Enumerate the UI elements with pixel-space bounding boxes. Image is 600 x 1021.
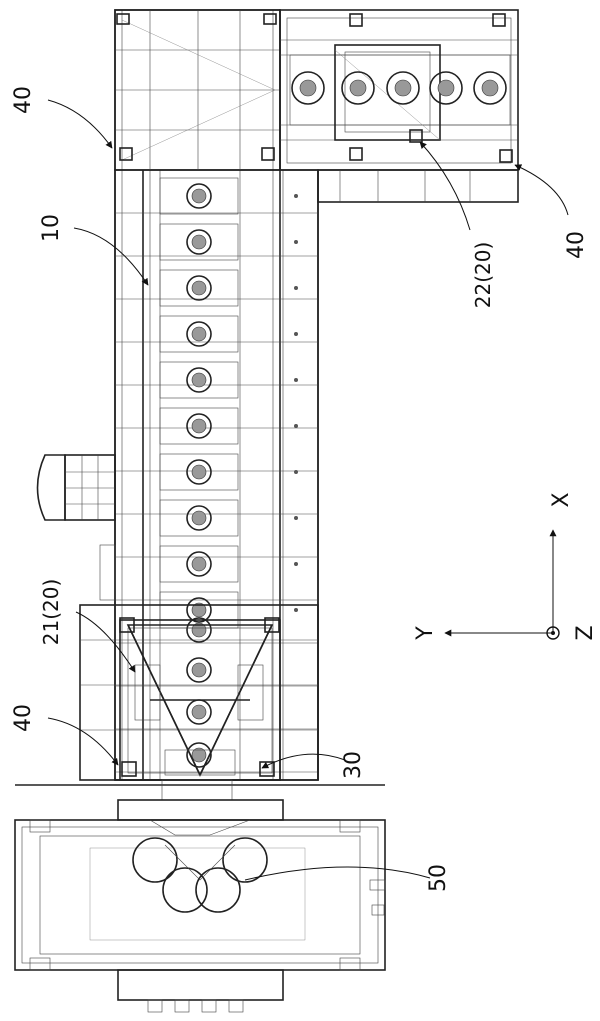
pallet-circle <box>186 657 212 683</box>
ref-40-right: 40 <box>514 164 589 259</box>
pallet-cell <box>159 315 239 353</box>
tool-hub <box>299 79 317 97</box>
top-left-block <box>114 9 281 171</box>
bolt-dot <box>294 608 298 612</box>
pallet-circle <box>186 551 212 577</box>
tool-circle <box>291 71 325 105</box>
top-right-tool-circles <box>291 71 507 105</box>
pallet-hub <box>191 280 207 296</box>
pallet-circle <box>186 413 212 439</box>
pallet-cell <box>159 545 239 583</box>
bolt-dot <box>294 516 298 520</box>
pallet-hub <box>191 326 207 342</box>
svg-text:22(20): 22(20) <box>471 242 495 309</box>
svg-text:30: 30 <box>341 751 366 779</box>
bolt-dot <box>294 470 298 474</box>
pallet-circle <box>186 229 212 255</box>
ref-50: 50 <box>244 864 451 892</box>
tool-hub <box>437 79 455 97</box>
pallet-cell <box>159 269 239 307</box>
pallet-hub <box>191 662 207 678</box>
pallet-circle <box>186 275 212 301</box>
bolt-dot <box>294 424 298 428</box>
coordinate-axes: X Y Z <box>413 492 598 640</box>
svg-text:21(20): 21(20) <box>39 579 63 646</box>
pallet-cell <box>159 453 239 491</box>
pallet-circle <box>186 597 212 623</box>
axis-x-label: X <box>549 492 574 507</box>
pallet-cells <box>159 177 298 768</box>
pallet-hub <box>191 234 207 250</box>
bolt-dot <box>294 332 298 336</box>
pallet-cell <box>159 499 239 537</box>
pallet-hub <box>191 510 207 526</box>
pallet-hub <box>191 556 207 572</box>
tool-hub <box>349 79 367 97</box>
ref-40-bottom-left: 40 <box>11 704 119 766</box>
pallet-hub <box>191 418 207 434</box>
pallet-hub <box>191 747 207 763</box>
ref-21-20: 21(20) <box>39 579 136 673</box>
pallet-cell <box>159 361 239 399</box>
pallet-hub <box>191 622 207 638</box>
pallet-circle <box>186 367 212 393</box>
tool-circle <box>429 71 463 105</box>
bolt-dot <box>294 240 298 244</box>
tool-circle <box>473 71 507 105</box>
pallet-circle <box>186 183 212 209</box>
z-axis-icon <box>546 626 560 640</box>
pallet-hub <box>191 464 207 480</box>
bolt-dot <box>294 378 298 382</box>
bolt-dot <box>294 286 298 290</box>
ref-22-20: 22(20) <box>419 141 495 309</box>
pallet-hub <box>191 372 207 388</box>
pallet-circle <box>186 459 212 485</box>
ref-30: 30 <box>261 751 366 779</box>
pallet-circle <box>186 321 212 347</box>
pallet-hub <box>191 704 207 720</box>
pallet-circle <box>186 505 212 531</box>
svg-text:40: 40 <box>11 704 36 732</box>
svg-text:10: 10 <box>39 214 64 242</box>
pallet-hub <box>191 602 207 618</box>
tool-circle <box>341 71 375 105</box>
pallet-cell <box>159 407 239 445</box>
axis-z-label: Z <box>573 625 598 640</box>
svg-text:40: 40 <box>11 86 36 114</box>
tool-circle <box>386 71 420 105</box>
pallet-circle <box>186 617 212 643</box>
bolt-dot <box>294 562 298 566</box>
pallet-circle <box>186 742 212 768</box>
lower-station <box>79 604 319 781</box>
axis-y-label: Y <box>413 626 438 641</box>
main-rail-frame <box>114 9 319 781</box>
cross-beams <box>115 169 318 773</box>
svg-text:50: 50 <box>426 864 451 892</box>
top-right-extension <box>317 169 519 203</box>
tool-hub <box>481 79 499 97</box>
svg-text:40: 40 <box>564 231 589 259</box>
ref-10: 10 <box>39 214 149 286</box>
bolt-dot <box>294 194 298 198</box>
pallet-hub <box>191 188 207 204</box>
pallet-cell <box>159 177 239 215</box>
tool-hub <box>394 79 412 97</box>
ref-40-top-left: 40 <box>11 86 113 149</box>
robot-cell <box>14 779 386 1013</box>
side-attachment <box>36 454 116 601</box>
pallet-cell <box>159 223 239 261</box>
